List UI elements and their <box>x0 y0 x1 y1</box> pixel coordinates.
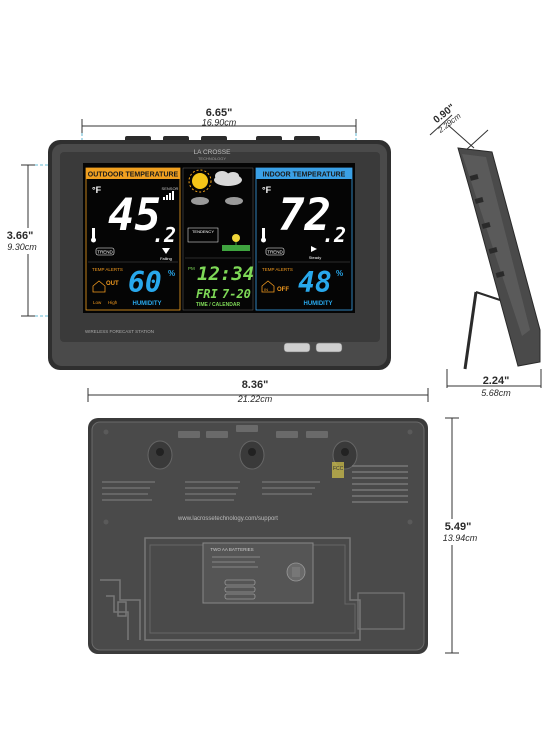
indoor-title: INDOOR TEMPERATURE <box>263 172 346 179</box>
mount-hole-left <box>147 440 173 470</box>
cable-channel <box>100 579 141 640</box>
side-depth-top-dimension: 0.90" 2.29cm <box>429 102 489 151</box>
calendar-day: FRI <box>196 287 218 301</box>
clock-time: 12:34 <box>197 263 254 285</box>
indoor-temp-dec: .2 <box>322 223 346 247</box>
front-height-main: 3.66" <box>7 230 34 242</box>
calendar-date: 7-20 <box>222 287 251 301</box>
back-width-sub: 21.22cm <box>237 394 273 404</box>
product-label <box>357 592 405 630</box>
outdoor-low-label: Low <box>93 300 102 305</box>
outdoor-alerts-label: TEMP ALERTS <box>92 267 123 272</box>
outdoor-title: OUTDOOR TEMPERATURE <box>88 172 179 179</box>
battery-title: TWO AA BATTERIES <box>210 547 253 552</box>
side-bottom-main: 2.24" <box>483 375 510 387</box>
back-top-buttons <box>178 425 328 438</box>
back-device: FCC www.lacrossetechnology.com/support T… <box>88 418 428 654</box>
front-height-dimension: 3.66" 9.30cm <box>2 164 88 317</box>
lcd-screen <box>83 163 355 313</box>
kickstand <box>463 291 478 370</box>
outdoor-sensor-label: SENSOR <box>162 186 179 191</box>
battery-slots <box>224 579 256 600</box>
indoor-humidity-label: HUMIDITY <box>304 301 333 307</box>
outdoor-trend-state: Falling <box>160 256 172 261</box>
tendency-label: TENDENCY <box>192 229 214 234</box>
indoor-humidity-unit: % <box>336 269 343 278</box>
signal-icon <box>163 191 174 200</box>
side-bottom-sub: 5.68cm <box>481 388 511 398</box>
battery-cover-lines <box>212 556 260 568</box>
outdoor-humidity-unit: % <box>168 269 175 278</box>
cloud-icon <box>214 171 242 186</box>
house-icon <box>92 280 106 293</box>
time-ampm: PM <box>188 266 195 271</box>
outdoor-trend-label: TREND <box>97 250 113 255</box>
front-device: LA CROSSE TECHNOLOGY OUTDOOR TEMPERATURE… <box>48 136 391 370</box>
mount-hole-center <box>239 440 265 470</box>
outdoor-humidity: 60 <box>128 266 162 299</box>
back-height-sub: 13.94cm <box>443 533 478 543</box>
trend-down-arrow-icon <box>162 248 170 254</box>
trend-right-arrow-icon <box>311 246 317 252</box>
front-button-left[interactable] <box>283 342 311 353</box>
brand-logo: LA CROSSE <box>194 149 232 156</box>
thermometer-icon <box>91 228 96 243</box>
indoor-temp-int: 72 <box>278 190 331 241</box>
front-width-main: 6.65" <box>206 107 233 119</box>
battery-cover-tab-icon <box>286 562 306 582</box>
back-width-dimension: 8.36" 21.22cm <box>87 379 429 404</box>
outdoor-temp-int: 45 <box>108 190 161 241</box>
outdoor-temp-dec: .2 <box>152 223 176 247</box>
front-height-sub: 9.30cm <box>7 242 37 252</box>
mount-hole-right <box>332 440 358 478</box>
outdoor-out-label: OUT <box>106 281 119 287</box>
indoor-house-icon <box>261 280 275 293</box>
brand-sub: TECHNOLOGY <box>198 156 226 161</box>
back-height-main: 5.49" <box>445 521 472 533</box>
outdoor-humidity-label: HUMIDITY <box>133 301 162 307</box>
front-width-sub: 16.90cm <box>202 118 237 128</box>
time-calendar-label: TIME / CALENDAR <box>196 302 241 308</box>
front-width-dimension: 6.65" 16.90cm <box>81 107 357 172</box>
indoor-alerts-label: TEMP ALERTS <box>262 267 293 272</box>
indoor-in-label: IN <box>264 287 268 292</box>
instruction-text-block <box>102 481 320 501</box>
indoor-trend-state: Steady <box>309 255 321 260</box>
side-buttons <box>469 174 505 278</box>
indoor-trend-label: TREND <box>267 250 283 255</box>
indoor-humidity: 48 <box>298 266 332 299</box>
indoor-thermometer-icon <box>261 228 266 243</box>
outdoor-high-label: High <box>108 300 118 305</box>
front-button-right[interactable] <box>315 342 343 353</box>
indoor-off-label: OFF <box>277 287 289 293</box>
fcc-tag: FCC <box>333 466 344 472</box>
side-depth-bottom-dimension: 2.24" 5.68cm <box>446 369 542 398</box>
vent-grille <box>352 465 408 503</box>
back-width-main: 8.36" <box>242 379 269 391</box>
model-label: WIRELESS FORECAST STATION <box>85 329 154 334</box>
back-height-dimension: 5.49" 13.94cm <box>432 417 484 654</box>
indoor-unit: °F <box>262 185 272 195</box>
support-url: www.lacrossetechnology.com/support <box>177 516 278 522</box>
small-cloud-icon <box>191 197 243 205</box>
sun-icon <box>188 169 212 193</box>
flower-icon <box>222 234 250 251</box>
outdoor-unit: °F <box>92 185 102 195</box>
side-view-device <box>457 147 541 370</box>
